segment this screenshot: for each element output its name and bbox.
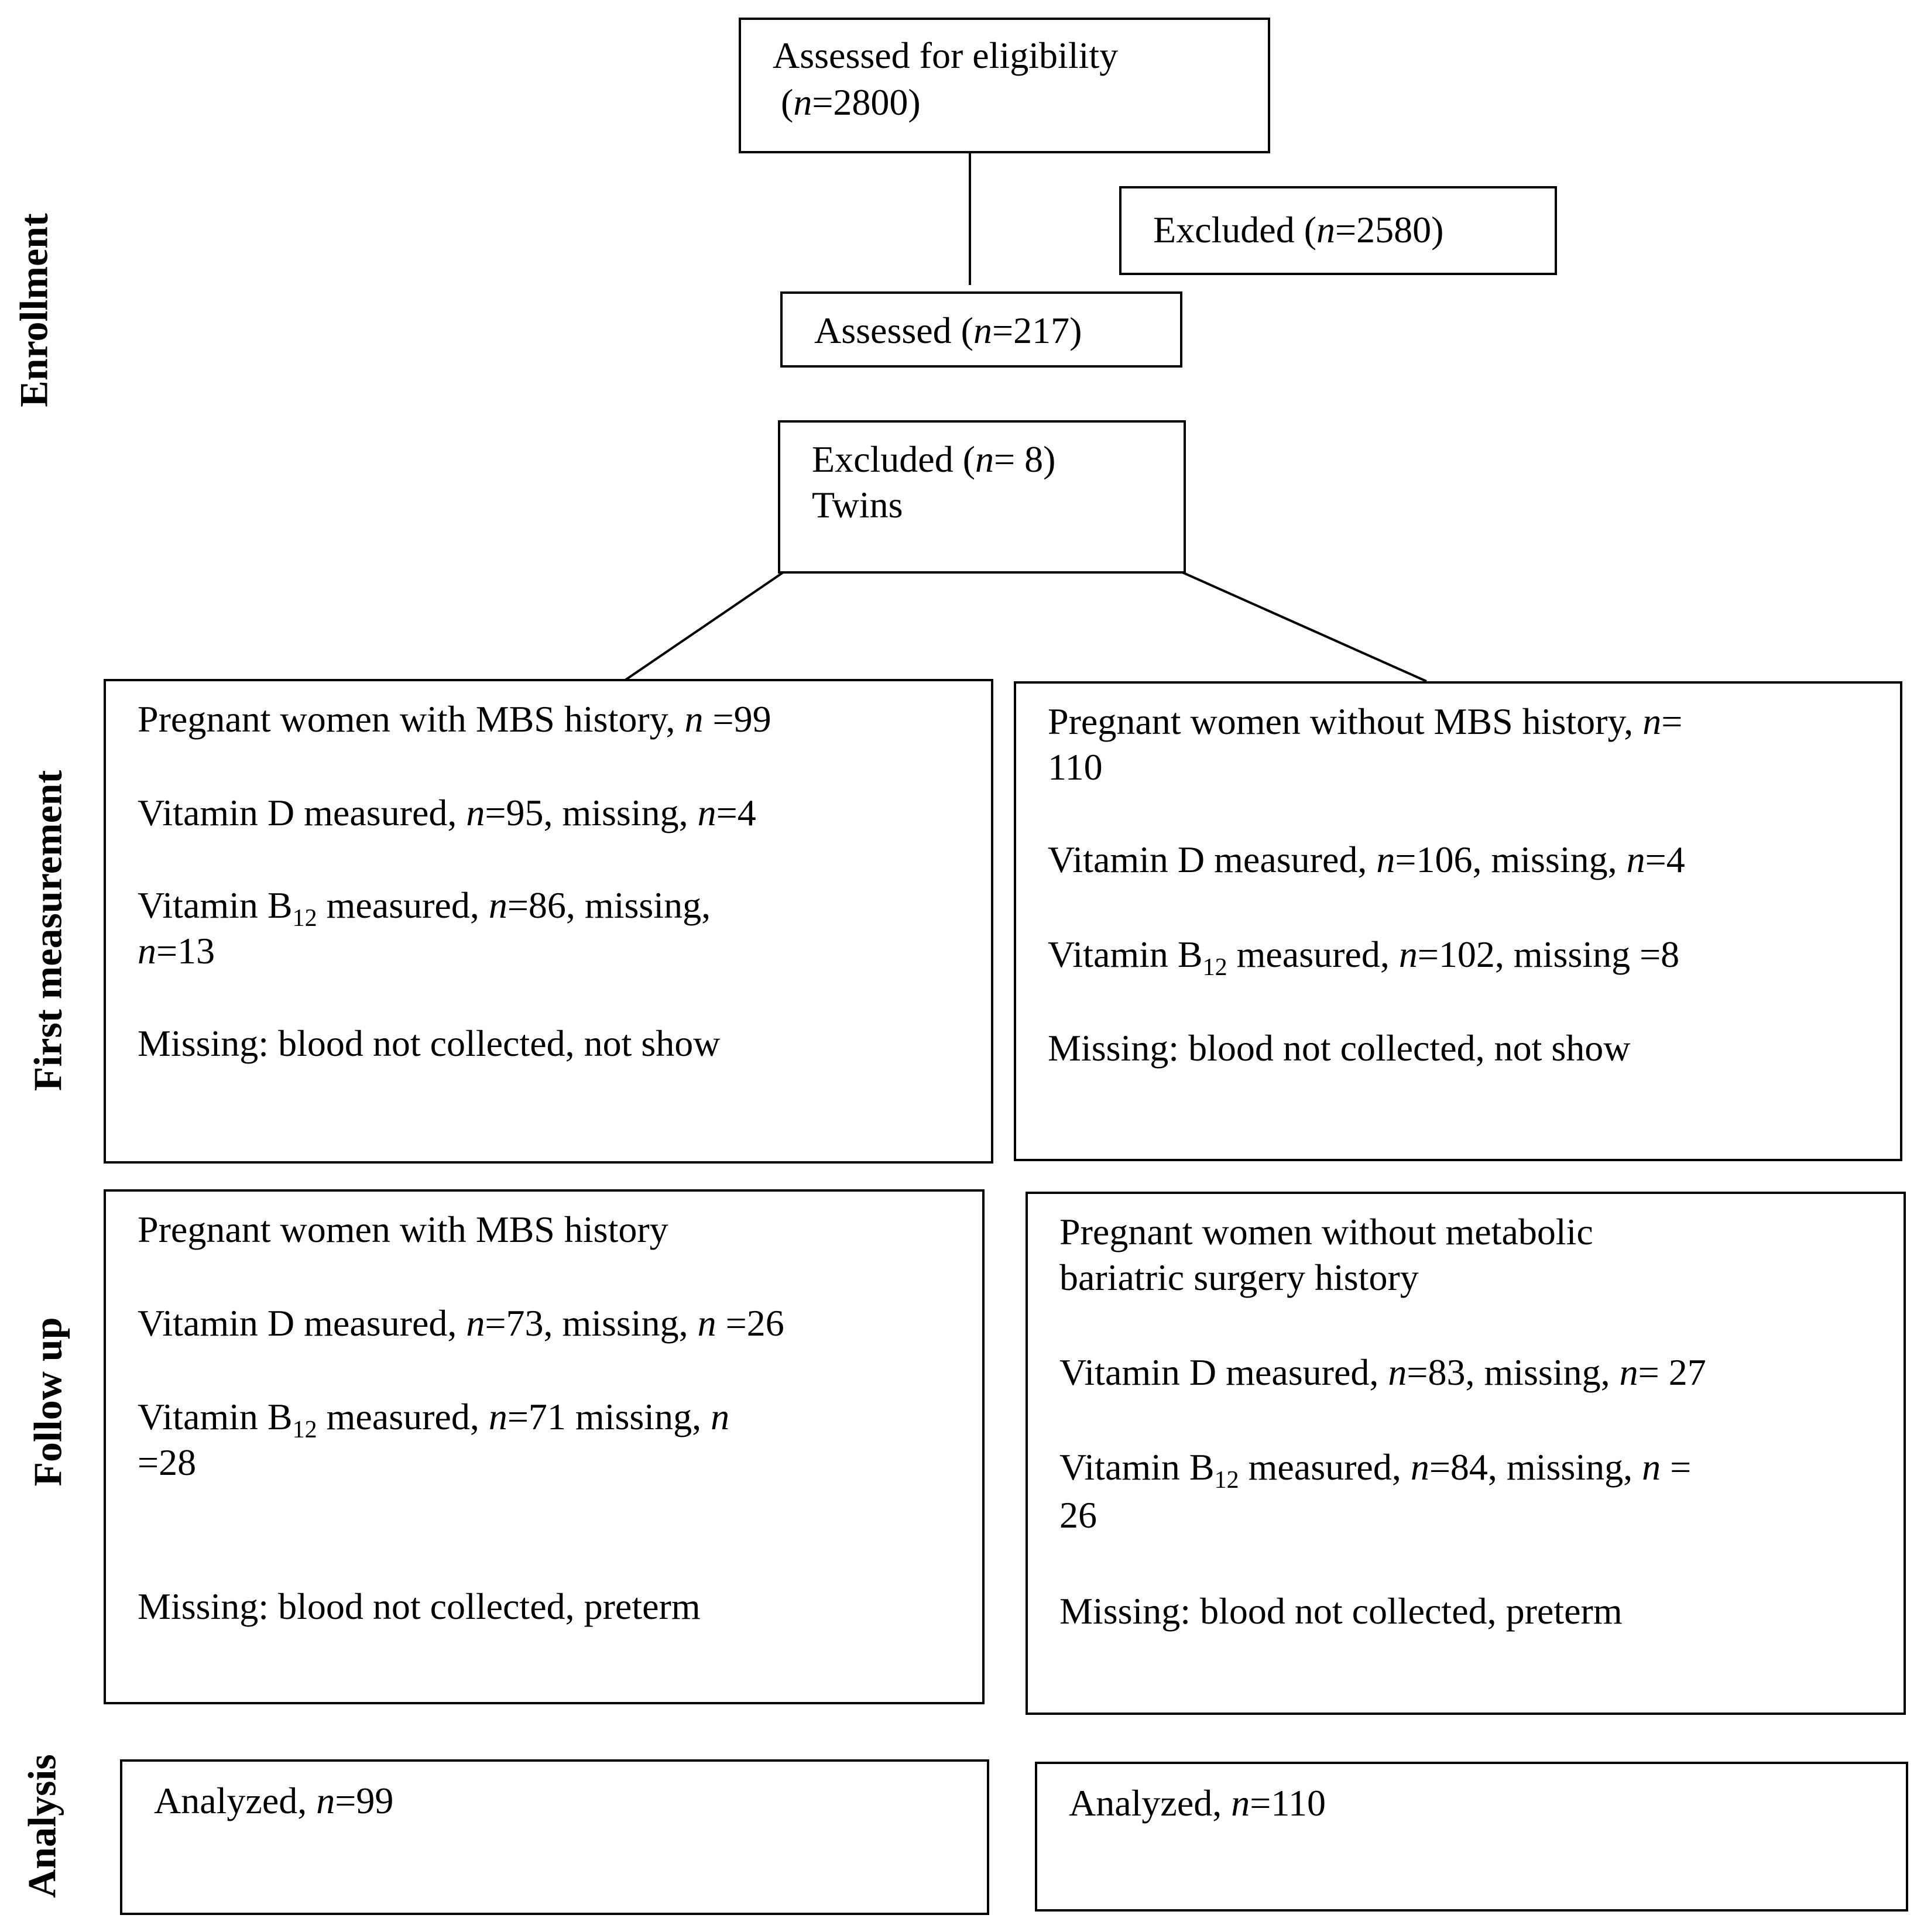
side-label-follow-up: Follow up xyxy=(25,1317,70,1487)
eligibility-box: Assessed for eligibility (n=2800) xyxy=(739,18,1270,153)
first-mbs-vitamin-b12: Vitamin B12 measured, n=86, missing, xyxy=(138,884,711,932)
first-mbs-vitamin-d: Vitamin D measured, n=95, missing, n=4 xyxy=(138,792,756,833)
first-mbs-title: Pregnant women with MBS history, n =99 xyxy=(138,698,771,740)
follow-up-nonmbs-box: Pregnant women without metabolic bariatr… xyxy=(1026,1192,1906,1715)
follow-nonmbs-vitamin-d: Vitamin D measured, n=83, missing, n= 27 xyxy=(1059,1351,1706,1393)
excluded-twins-box: Excluded (n= 8) Twins xyxy=(778,420,1186,574)
follow-up-mbs-box: Pregnant women with MBS history Vitamin … xyxy=(104,1189,985,1704)
first-mbs-missing-note: Missing: blood not collected, not show xyxy=(138,1022,721,1064)
assessed-box: Assessed (n=217) xyxy=(780,291,1182,368)
excluded-main-label: Excluded (n=2580) xyxy=(1153,209,1444,250)
follow-nonmbs-vitamin-b12: Vitamin B12 measured, n=84, missing, n = xyxy=(1059,1446,1692,1494)
excluded-main-box: Excluded (n=2580) xyxy=(1119,186,1557,275)
side-label-enrollment: Enrollment xyxy=(11,213,56,407)
connector-split-right xyxy=(1182,571,1427,682)
first-nonmbs-vitamin-d: Vitamin D measured, n=106, missing, n=4 xyxy=(1048,839,1685,880)
first-mbs-vitamin-b12-missing: n=13 xyxy=(138,930,215,972)
follow-mbs-missing-note: Missing: blood not collected, preterm xyxy=(138,1586,701,1627)
first-nonmbs-vitamin-b12: Vitamin B12 measured, n=102, missing =8 xyxy=(1048,934,1680,981)
side-label-analysis: Analysis xyxy=(19,1754,64,1898)
connector-split-left xyxy=(624,571,784,681)
first-nonmbs-missing-note: Missing: blood not collected, not show xyxy=(1048,1027,1631,1069)
analysis-mbs-box: Analyzed, n=99 xyxy=(120,1759,989,1915)
eligibility-count: (n=2800) xyxy=(781,81,921,123)
first-measurement-nonmbs-box: Pregnant women without MBS history, n= 1… xyxy=(1014,681,1902,1161)
first-nonmbs-title-count: 110 xyxy=(1048,746,1103,788)
analysis-nonmbs-label: Analyzed, n=110 xyxy=(1069,1782,1326,1824)
follow-nonmbs-title-line1: Pregnant women without metabolic xyxy=(1059,1211,1593,1252)
follow-mbs-vitamin-b12-missing: =28 xyxy=(138,1442,197,1483)
follow-nonmbs-missing-note: Missing: blood not collected, preterm xyxy=(1059,1590,1623,1632)
follow-mbs-vitamin-b12: Vitamin B12 measured, n=71 missing, n xyxy=(138,1396,730,1443)
follow-mbs-vitamin-d: Vitamin D measured, n=73, missing, n =26 xyxy=(138,1302,784,1344)
side-label-first-measurement: First measurement xyxy=(25,770,70,1092)
follow-mbs-title: Pregnant women with MBS history xyxy=(138,1209,668,1250)
analysis-mbs-label: Analyzed, n=99 xyxy=(154,1780,394,1821)
analysis-nonmbs-box: Analyzed, n=110 xyxy=(1035,1762,1908,1912)
follow-nonmbs-vitamin-b12-missing: 26 xyxy=(1059,1494,1097,1536)
excluded-twins-reason: Twins xyxy=(812,484,903,526)
first-nonmbs-title: Pregnant women without MBS history, n= xyxy=(1048,701,1683,742)
follow-nonmbs-title-line2: bariatric surgery history xyxy=(1059,1257,1419,1298)
assessed-label: Assessed (n=217) xyxy=(814,310,1082,351)
first-measurement-mbs-box: Pregnant women with MBS history, n =99 V… xyxy=(104,679,993,1164)
excluded-twins-label: Excluded (n= 8) xyxy=(812,438,1056,480)
eligibility-label: Assessed for eligibility xyxy=(773,35,1119,76)
